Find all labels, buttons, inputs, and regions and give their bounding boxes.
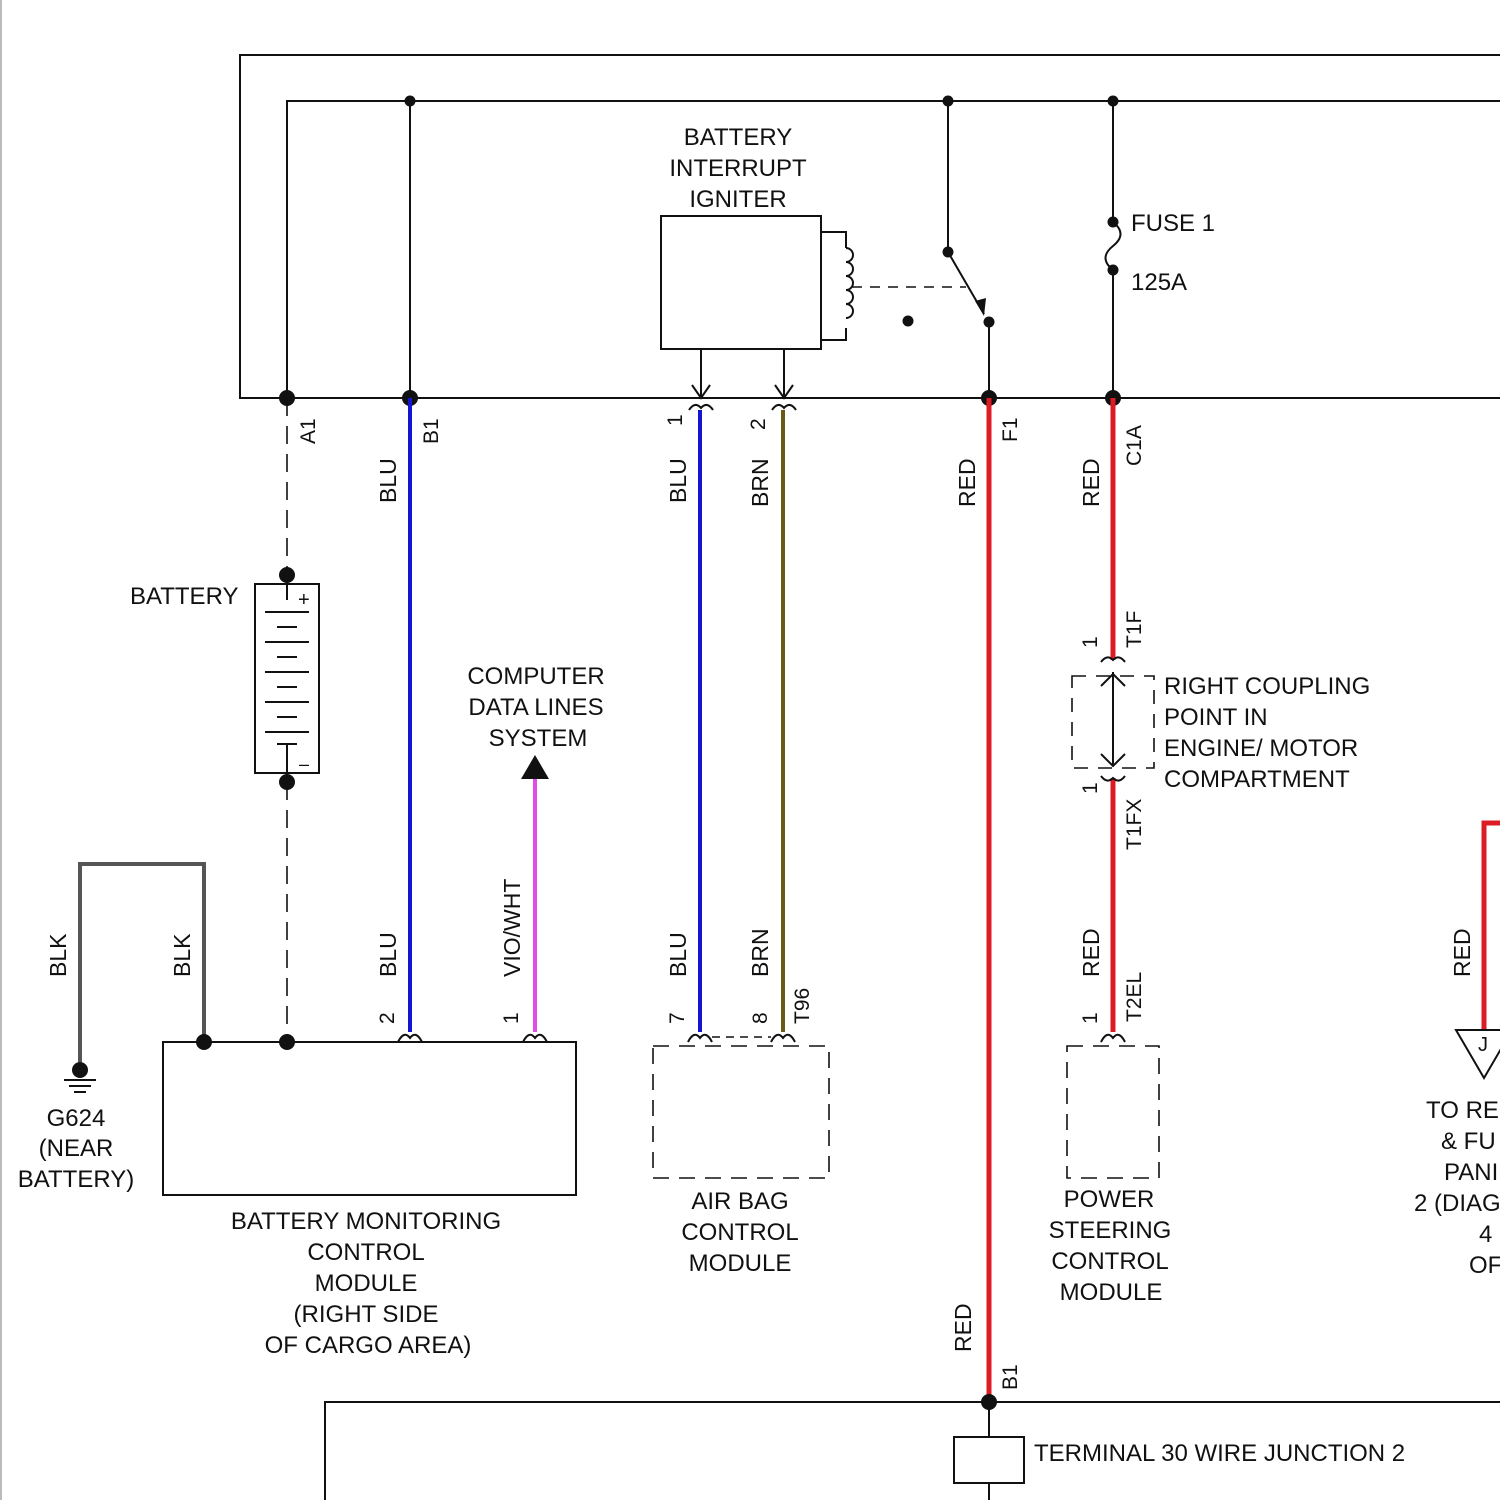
conn-t2el: T2EL <box>1123 972 1146 1022</box>
coupling-line-1: RIGHT COUPLING <box>1164 673 1370 700</box>
terminal-30-wire-junction: TERMINAL 30 WIRE JUNCTION 2 <box>325 1394 1500 1500</box>
bmcm-line-3: MODULE <box>315 1270 418 1297</box>
conn-t1fx: T1FX <box>1123 799 1146 850</box>
bmcm-line-1: BATTERY MONITORING <box>231 1208 501 1235</box>
pin-igniter-2: 2 <box>747 418 770 430</box>
arrow-up-icon <box>521 755 549 779</box>
psm-line-2: STEERING <box>1049 1217 1172 1244</box>
wire-label-red-f1: RED <box>954 458 980 507</box>
battery-interrupt-igniter: BATTERY INTERRUPT IGNITER <box>661 124 995 410</box>
wire-label-red-c1a: RED <box>1078 458 1104 507</box>
wire-label-blu-bottom: BLU <box>375 932 401 977</box>
conn-a1: A1 <box>297 418 320 444</box>
bmcm-line-4: (RIGHT SIDE <box>294 1301 439 1328</box>
power-steering-control-module: POWER STEERING CONTROL MODULE <box>1049 1035 1172 1306</box>
pin-bmcm-2: 2 <box>376 1012 399 1024</box>
relay-line-3: PANI <box>1444 1159 1498 1186</box>
connector-j-label: J <box>1478 1034 1488 1056</box>
wire-label-red-right: RED <box>1449 928 1475 977</box>
psm-line-4: MODULE <box>1060 1279 1163 1306</box>
ground-line-3: BATTERY) <box>18 1166 134 1193</box>
computer-data-lines: COMPUTER DATA LINES SYSTEM <box>467 663 604 779</box>
ground-line-2: (NEAR <box>39 1135 114 1162</box>
conn-t1f: T1F <box>1123 611 1146 648</box>
airbag-control-module: AIR BAG CONTROL MODULE <box>653 1035 829 1277</box>
fuse-name: FUSE 1 <box>1131 210 1215 237</box>
relay-line-6: OF <box>1469 1252 1500 1279</box>
airbag-line-2: CONTROL <box>681 1219 798 1246</box>
wire-label-vio-wht: VIO/WHT <box>499 879 525 977</box>
conn-b1: B1 <box>420 418 443 444</box>
ground-g624: G624 (NEAR BATTERY) <box>18 1062 134 1193</box>
wire-label-blu-top: BLU <box>375 458 401 503</box>
fuse-1: FUSE 1 125A <box>1106 210 1216 296</box>
conn-b1-bottom: B1 <box>999 1364 1022 1390</box>
igniter-label-line-2: INTERRUPT <box>669 155 807 182</box>
wire-label-blk-left: BLK <box>45 933 71 977</box>
switch-indicator-dot <box>903 316 914 327</box>
pin-bmcm-1: 1 <box>500 1012 523 1024</box>
cdl-line-1: COMPUTER <box>467 663 604 690</box>
wire-label-blu2-top: BLU <box>665 458 691 503</box>
conn-c1a: C1A <box>1123 425 1146 466</box>
cdl-line-2: DATA LINES <box>468 694 603 721</box>
bmcm-line-2: CONTROL <box>307 1239 424 1266</box>
battery-monitoring-control-module: BATTERY MONITORING CONTROL MODULE (RIGHT… <box>163 1034 576 1359</box>
main-frame <box>240 55 1500 406</box>
fuse-rating: 125A <box>1131 269 1187 296</box>
wire-red-right <box>1484 823 1500 1030</box>
bmcm-line-5: OF CARGO AREA) <box>265 1332 472 1359</box>
pin-t2el-1: 1 <box>1079 1012 1102 1024</box>
cdl-line-3: SYSTEM <box>489 725 588 752</box>
to-relay-fuse-panel: J TO RE & FU PANI 2 (DIAG 4 OF <box>1414 1030 1500 1279</box>
pin-igniter-1: 1 <box>664 414 687 426</box>
pin-airbag-8: 8 <box>749 1012 772 1024</box>
conn-f1: F1 <box>999 417 1022 442</box>
coupling-line-3: ENGINE/ MOTOR <box>1164 735 1358 762</box>
coupling-line-4: COMPARTMENT <box>1164 766 1350 793</box>
igniter-label-line-1: BATTERY <box>684 124 792 151</box>
wire-label-red-b1: RED <box>950 1303 976 1352</box>
ground-line-1: G624 <box>47 1105 106 1132</box>
wire-label-brn-bottom: BRN <box>747 928 773 977</box>
battery: BATTERY + – <box>130 567 319 790</box>
battery-plus: + <box>298 589 310 611</box>
coupling-line-2: POINT IN <box>1164 704 1268 731</box>
relay-line-5: 4 <box>1479 1221 1492 1248</box>
airbag-line-1: AIR BAG <box>691 1188 788 1215</box>
battery-label: BATTERY <box>130 583 238 610</box>
pin-t1fx-1: 1 <box>1079 782 1102 794</box>
wire-label-brn-top: BRN <box>747 458 773 507</box>
conn-t96: T96 <box>791 988 814 1024</box>
psm-line-3: CONTROL <box>1051 1248 1168 1275</box>
relay-line-2: & FU <box>1441 1128 1496 1155</box>
wire-label-blk-right: BLK <box>169 933 195 977</box>
wire-label-red-t2el: RED <box>1078 928 1104 977</box>
terminal30-label: TERMINAL 30 WIRE JUNCTION 2 <box>1034 1440 1405 1467</box>
battery-minus: – <box>299 754 309 774</box>
relay-line-1: TO RE <box>1426 1097 1499 1124</box>
wire-label-blu2-bottom: BLU <box>665 932 691 977</box>
relay-line-4: 2 (DIAG <box>1414 1190 1500 1217</box>
pin-t1f-1: 1 <box>1079 636 1102 648</box>
psm-line-1: POWER <box>1064 1186 1155 1213</box>
pin-airbag-7: 7 <box>666 1012 689 1024</box>
igniter-label-line-3: IGNITER <box>689 186 786 213</box>
right-coupling: RIGHT COUPLING POINT IN ENGINE/ MOTOR CO… <box>1072 657 1370 793</box>
airbag-line-3: MODULE <box>689 1250 792 1277</box>
